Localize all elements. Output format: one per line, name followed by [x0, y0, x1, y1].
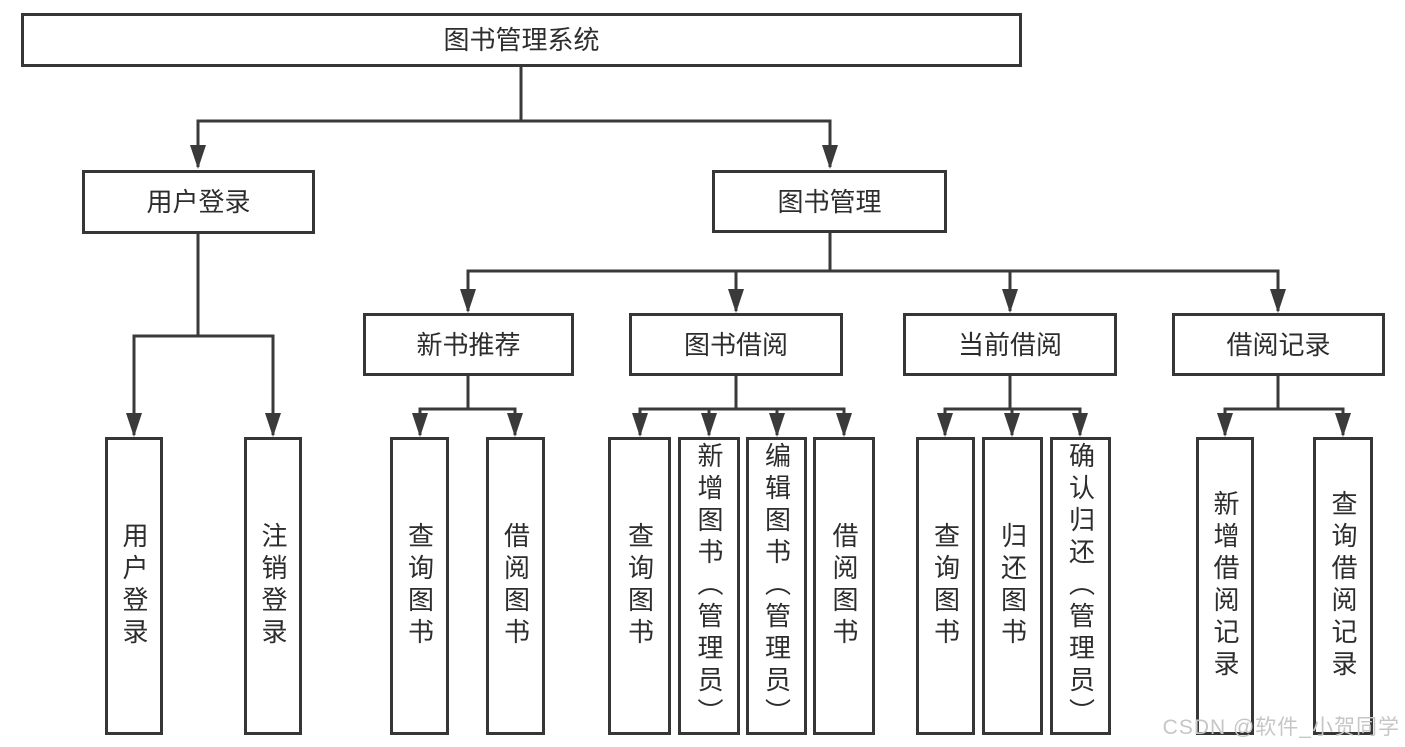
leaf-user-login: 用户登录: [105, 437, 163, 735]
node-book-borrow-label: 图书借阅: [683, 329, 788, 360]
leaf-query-books-recommend-label: 查询图书: [404, 522, 435, 650]
node-new-book-recommend-label: 新书推荐: [416, 329, 521, 360]
leaf-borrow-books-borrow: 借阅图书: [813, 437, 875, 735]
node-book-management: 图书管理: [712, 170, 947, 233]
leaf-add-borrow-record: 新增借阅记录: [1196, 437, 1254, 735]
leaf-borrow-books-recommend: 借阅图书: [486, 437, 545, 735]
node-user-login-label: 用户登录: [146, 187, 251, 217]
leaf-query-borrow-record: 查询借阅记录: [1313, 437, 1373, 735]
node-book-management-label: 图书管理: [777, 186, 882, 217]
leaf-confirm-return-admin: 确认归还（管理员）: [1050, 437, 1111, 735]
leaf-user-login-label: 用户登录: [119, 522, 149, 650]
csdn-watermark: CSDN @软件_小贺同学: [1162, 716, 1400, 739]
node-book-borrow: 图书借阅: [629, 313, 843, 376]
leaf-edit-book-admin: 编辑图书（管理员）: [746, 437, 807, 735]
leaf-logout: 注销登录: [244, 437, 302, 735]
leaf-edit-book-admin-label: 编辑图书（管理员）: [761, 442, 792, 730]
node-new-book-recommend: 新书推荐: [363, 313, 574, 376]
node-current-borrow: 当前借阅: [903, 313, 1117, 376]
leaf-query-books-current: 查询图书: [916, 437, 975, 735]
leaf-add-borrow-record-label: 新增借阅记录: [1210, 490, 1240, 682]
leaf-borrow-books-borrow-label: 借阅图书: [829, 522, 859, 650]
leaf-borrow-books-recommend-label: 借阅图书: [500, 522, 531, 650]
node-root-system-label: 图书管理系统: [443, 25, 600, 55]
leaf-add-book-admin: 新增图书（管理员）: [678, 437, 740, 735]
node-root-system: 图书管理系统: [21, 13, 1022, 67]
node-borrow-records-label: 借阅记录: [1226, 329, 1331, 360]
leaf-return-book: 归还图书: [982, 437, 1043, 735]
leaf-logout-label: 注销登录: [258, 522, 288, 650]
node-user-login: 用户登录: [82, 170, 315, 234]
leaf-query-books-borrow: 查询图书: [608, 437, 671, 735]
node-current-borrow-label: 当前借阅: [957, 329, 1062, 360]
node-borrow-records: 借阅记录: [1172, 313, 1385, 376]
leaf-confirm-return-admin-label: 确认归还（管理员）: [1065, 442, 1096, 730]
leaf-query-books-current-label: 查询图书: [930, 522, 961, 650]
leaf-query-borrow-record-label: 查询借阅记录: [1328, 490, 1358, 682]
leaf-query-books-recommend: 查询图书: [390, 437, 449, 735]
leaf-add-book-admin-label: 新增图书（管理员）: [694, 442, 724, 730]
leaf-return-book-label: 归还图书: [997, 522, 1028, 650]
leaf-query-books-borrow-label: 查询图书: [624, 522, 655, 650]
